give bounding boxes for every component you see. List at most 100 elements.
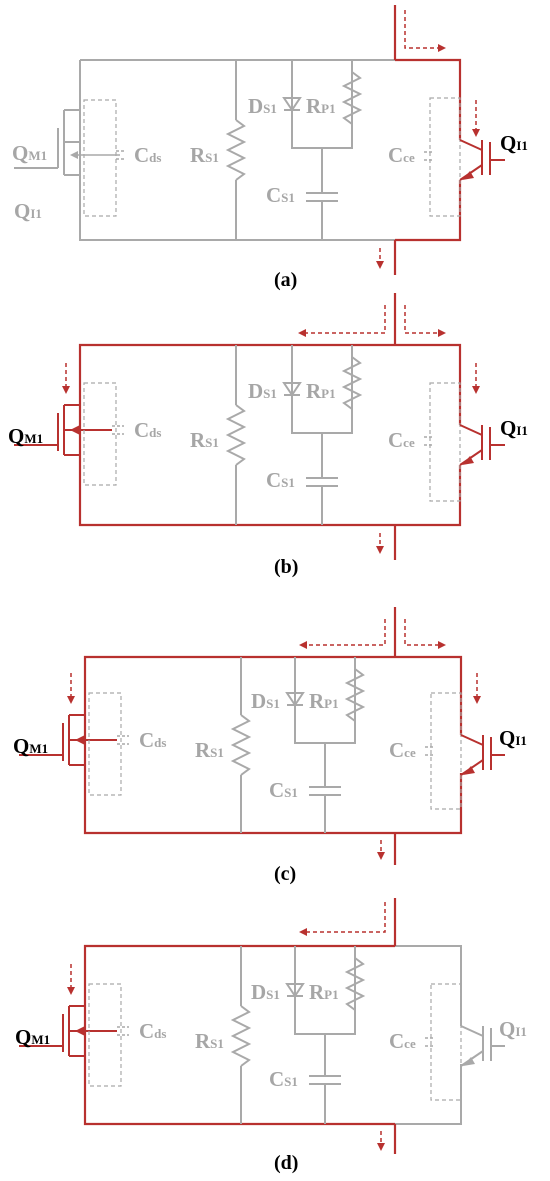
bottom-right-wire <box>395 1064 462 1125</box>
bottom-right-wire-active <box>395 180 462 242</box>
cce-dashed-box <box>430 692 462 810</box>
label-rp1: RP1 <box>309 689 339 713</box>
caption-c: (c) <box>274 863 296 885</box>
igbt-qi1 <box>459 139 505 181</box>
body-diode-arrow <box>75 1026 85 1036</box>
current-arrow <box>404 619 440 646</box>
ds1-diode <box>285 692 305 707</box>
rs1-resistor <box>230 1005 252 1067</box>
label-rs1: RS1 <box>195 1029 224 1053</box>
current-arrow <box>404 10 440 49</box>
current-arrow <box>305 619 386 646</box>
label-qi1: QI1 <box>499 1017 527 1041</box>
label-rp1: RP1 <box>309 980 339 1004</box>
top-right-wire-active <box>395 655 463 735</box>
label-rs1: RS1 <box>190 143 219 167</box>
cds-capacitor-symbol <box>116 150 126 160</box>
panel-d: QM1 Cds RS1 DS1 RP1 CS1 Cce QI1 (d) <box>15 898 527 1174</box>
current-arrow <box>404 305 440 334</box>
label-ds1: DS1 <box>251 980 280 1004</box>
igbt-qi1 <box>460 734 505 776</box>
rs1-resistor <box>230 714 252 776</box>
current-arrow <box>305 902 386 933</box>
cce-capacitor-symbol <box>424 151 434 161</box>
label-cds: Cds <box>134 418 161 442</box>
current-arrowhead <box>62 386 70 394</box>
current-arrow <box>304 305 386 334</box>
current-arrowhead <box>67 987 75 995</box>
cce-dashed-box <box>429 382 461 502</box>
current-arrowhead <box>376 261 384 269</box>
cce-dashed-box <box>430 983 462 1101</box>
current-arrowhead <box>472 386 480 394</box>
igbt-emitter-arrow <box>462 171 474 180</box>
caption-d: (d) <box>274 1152 298 1174</box>
current-arrowhead <box>438 329 446 337</box>
igbt-qi1 <box>460 1025 505 1067</box>
ds1-diode <box>285 983 305 998</box>
body-diode-arrow <box>70 425 80 435</box>
label-qm1: QM1 <box>12 141 47 165</box>
bottom-right-wire-active <box>395 465 462 527</box>
label-rs1: RS1 <box>195 738 224 762</box>
label-cds: Cds <box>139 1019 166 1043</box>
label-ds1: DS1 <box>248 94 277 118</box>
label-cce: Cce <box>388 428 415 452</box>
ds1-diode <box>282 97 302 112</box>
label-cce: Cce <box>389 1029 416 1053</box>
label-cds: Cds <box>134 143 161 167</box>
label-cce: Cce <box>388 143 415 167</box>
panel-b: QM1 Cds RS1 DS1 RP1 CS1 Cce QI1 (b) <box>8 293 528 578</box>
label-cs1: CS1 <box>269 1067 298 1091</box>
mosfet-qm1 <box>19 714 117 766</box>
label-rs1: RS1 <box>190 428 219 452</box>
current-arrowhead <box>473 696 481 704</box>
cds-dashed-box <box>83 99 117 217</box>
top-right-wire <box>395 945 462 1026</box>
top-right-wire-active <box>395 343 462 425</box>
cds-dashed-box <box>83 382 117 486</box>
current-arrowhead <box>438 641 446 649</box>
cce-capacitor-symbol <box>425 746 435 756</box>
cds-dashed-box <box>88 692 122 796</box>
igbt-emitter-arrow <box>463 766 475 775</box>
label-rp1: RP1 <box>306 94 336 118</box>
current-arrowhead <box>472 129 480 137</box>
cds-capacitor-symbol <box>117 735 129 745</box>
rp1-resistor <box>344 957 366 1011</box>
rp1-resistor <box>344 668 366 722</box>
body-diode-arrow <box>70 151 78 159</box>
label-cs1: CS1 <box>266 183 295 207</box>
label-rp1: RP1 <box>306 379 336 403</box>
current-arrowhead <box>299 928 307 936</box>
current-arrowhead <box>299 641 307 649</box>
top-right-wire-active <box>395 58 462 140</box>
ds1-diode <box>282 382 302 397</box>
cce-dashed-box <box>429 97 461 217</box>
rp1-resistor <box>341 356 363 410</box>
cds-dashed-box <box>88 983 122 1087</box>
body-diode-arrow <box>75 735 85 745</box>
current-arrowhead <box>376 546 384 554</box>
label-qi1: QI1 <box>500 416 528 440</box>
caption-a: (a) <box>274 269 297 291</box>
label-qi1: QI1 <box>500 131 528 155</box>
cce-capacitor-symbol <box>425 1037 435 1047</box>
mosfet-qm1 <box>19 1005 117 1057</box>
label-cce: Cce <box>389 738 416 762</box>
mosfet-qm1 <box>14 404 112 456</box>
bottom-right-wire-active <box>395 773 463 835</box>
caption-b: (b) <box>274 556 298 578</box>
mosfet-qm1 <box>14 109 80 176</box>
current-arrowhead <box>298 329 306 337</box>
rs1-resistor <box>225 119 247 181</box>
rs1-resistor <box>225 404 247 466</box>
label-qi1: QI1 <box>499 726 527 750</box>
rp1-resistor <box>341 71 363 125</box>
current-arrowhead <box>377 852 385 860</box>
current-arrowhead <box>377 1143 385 1151</box>
igbt-qi1 <box>459 424 505 466</box>
label-cs1: CS1 <box>266 468 295 492</box>
igbt-emitter-arrow <box>462 456 474 465</box>
